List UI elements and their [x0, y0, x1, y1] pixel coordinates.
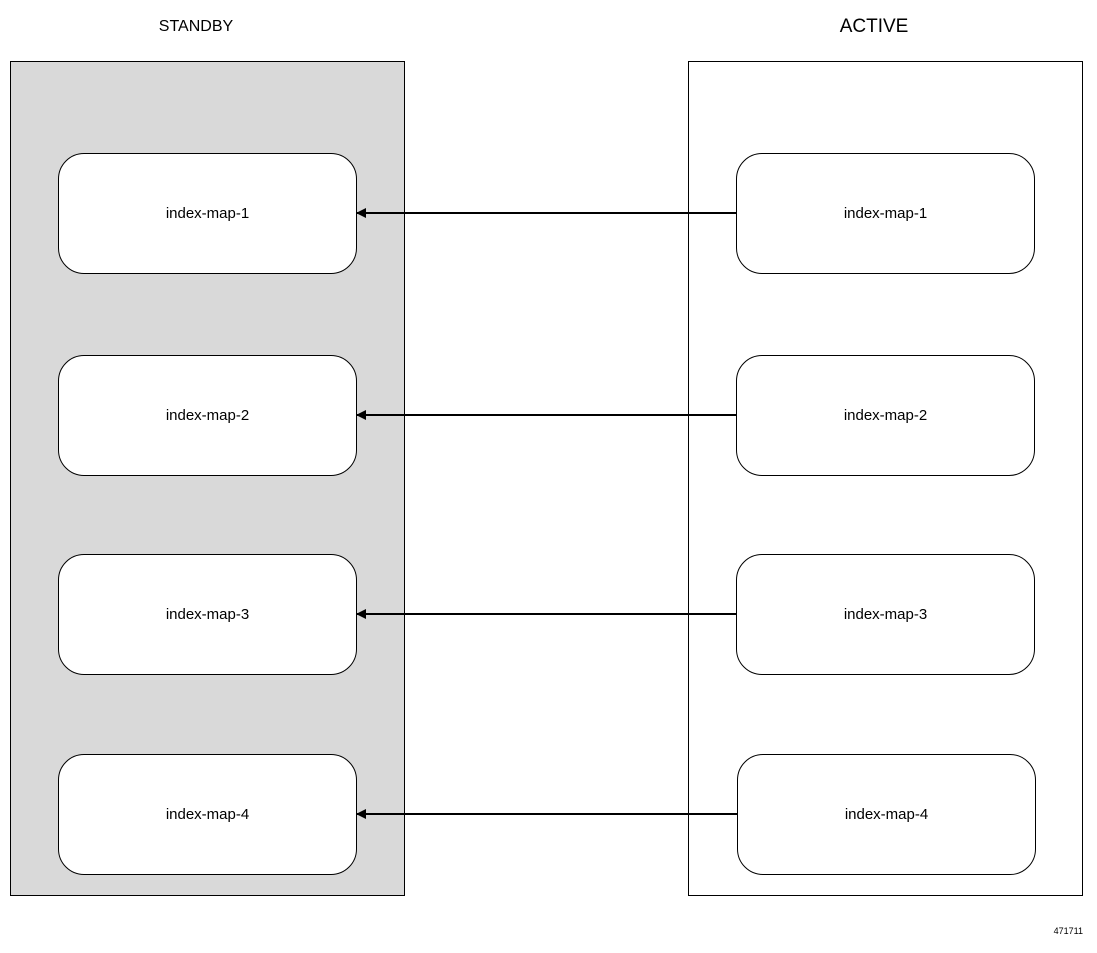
standby-index-map-3: index-map-3 — [58, 554, 357, 675]
active-index-map-4: index-map-4 — [737, 754, 1036, 875]
active-index-map-1: index-map-1 — [736, 153, 1035, 274]
active-index-map-2: index-map-2 — [736, 355, 1035, 476]
active-title: ACTIVE — [839, 16, 909, 37]
active-index-map-3: index-map-3 — [736, 554, 1035, 675]
standby-index-map-1: index-map-1 — [58, 153, 357, 274]
standby-index-map-2: index-map-2 — [58, 355, 357, 476]
standby-title: STANDBY — [158, 18, 234, 35]
standby-index-map-4: index-map-4 — [58, 754, 357, 875]
figure-id: 471711 — [1053, 926, 1083, 936]
